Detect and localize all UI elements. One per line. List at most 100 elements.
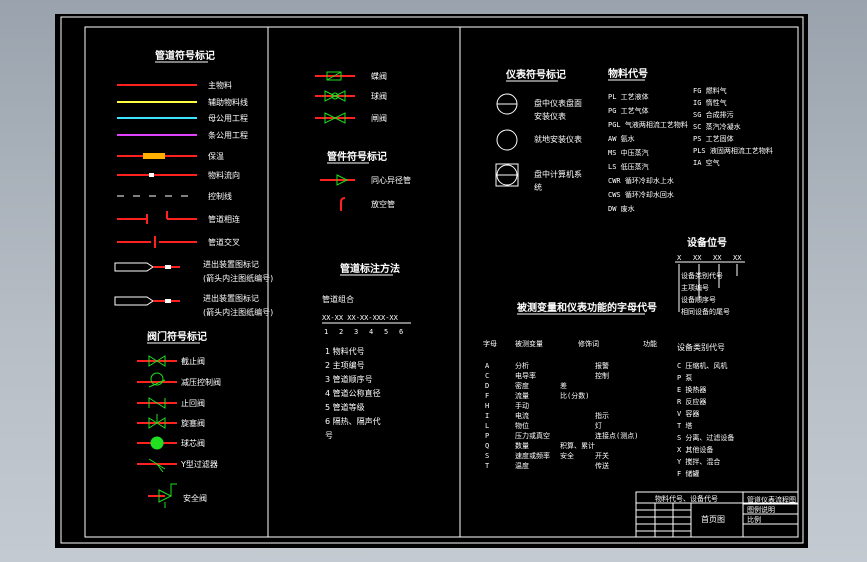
measured-variable: 电流: [515, 411, 529, 420]
instrument-panel-symbol: 盘中仪表盘面 安装仪表: [496, 93, 582, 121]
letter-code: H: [485, 402, 489, 410]
material-code: PL 工艺液体: [608, 92, 649, 101]
material-codes-title: 物料代号: [608, 67, 648, 80]
equipment-class-title: 设备类别代号: [677, 342, 725, 352]
fitting-label: 同心异径管: [371, 175, 411, 185]
computer-instrument-symbol: 盘中计算机系 统: [495, 163, 582, 192]
letter-code: S: [485, 452, 489, 460]
annotation-number: 5: [384, 328, 388, 336]
function: 灯: [595, 421, 602, 430]
material-code: PS 工艺固体: [693, 134, 734, 143]
line-legend-item: 条公用工程: [117, 130, 248, 140]
equipment-tag-note: 相同设备的尾号: [681, 307, 730, 316]
connector-note: (箭头内注图纸编号): [203, 307, 273, 317]
valve-label: Y型过滤器: [180, 459, 218, 469]
equipment-tag-part: XX: [693, 254, 702, 262]
equipment-class: R 反应器: [677, 397, 706, 406]
annotation-item: 号: [325, 431, 333, 440]
equipment-class: P 泵: [677, 374, 692, 382]
annotation-title: 管道标注方法: [340, 262, 400, 275]
equipment-class: V 容器: [677, 409, 699, 418]
equipment-class: T 塔: [677, 421, 692, 430]
material-code: FG 燃料气: [693, 86, 727, 95]
valve-label: 蝶阀: [371, 71, 387, 81]
material-code: PGL 气液两相流工艺物料: [608, 120, 688, 129]
line-legend-label: 管道相连: [208, 214, 240, 224]
connector-1: 进出装置图标记 (箭头内注图纸编号): [114, 259, 273, 283]
material-code: LS 低压蒸汽: [608, 162, 649, 171]
equipment-tag-part: XX: [733, 254, 742, 262]
equipment-class: E 换热器: [677, 385, 706, 394]
valve-legend-item: 闸阀: [315, 112, 387, 124]
drawing-sheet: 管道符号标记 主物料辅助物料线母公用工程条公用工程保温物料流向控制线管道相连管道…: [55, 14, 808, 548]
letter-table-heading: 被测变量: [515, 339, 543, 348]
fitting-label: 放空管: [371, 199, 395, 209]
letter-table-header: 字母被测变量修饰词功能: [483, 339, 657, 348]
material-code: IG 惰性气: [693, 98, 727, 107]
function: 报警: [595, 361, 609, 370]
annotation-number: 4: [369, 328, 373, 336]
equipment-tag-title: 设备位号: [687, 236, 727, 249]
instrument-title: 仪表符号标记: [505, 68, 566, 81]
valve-legend-item: Y型过滤器: [137, 458, 218, 473]
line-legend-item: 主物料: [117, 80, 232, 90]
letter-code: Q: [485, 442, 489, 450]
equipment-tag-part: X: [677, 254, 682, 262]
instrument-label: 统: [534, 182, 542, 192]
annotation-number: 3: [354, 328, 358, 336]
inner-border: [84, 26, 799, 538]
line-legend-label: 主物料: [208, 80, 232, 90]
function: 指示: [595, 411, 609, 420]
instrument-label: 安装仪表: [534, 111, 566, 121]
letter-code: L: [485, 422, 489, 430]
valve-legend-item: 截止阀: [137, 355, 205, 367]
line-legend-item: 物料流向: [117, 170, 240, 180]
safety-valve-label: 安全阀: [183, 493, 207, 503]
equipment-class: F 储罐: [677, 469, 699, 478]
equipment-class: Y 搅拌、混合: [677, 457, 720, 466]
line-legend-label: 物料流向: [208, 170, 240, 180]
title-block-right: 管道仪表流程图: [747, 495, 796, 504]
valve-legend-item: 球芯阀: [137, 436, 205, 450]
material-code: MS 中压蒸汽: [608, 148, 649, 157]
measured-variable: 温度: [515, 461, 529, 470]
function: 控制: [595, 371, 609, 380]
material-code: PLS 液固两相流工艺物料: [693, 146, 773, 155]
line-legend-label: 保温: [208, 151, 224, 161]
material-code: CWS 循环冷却水回水: [608, 190, 674, 199]
line-legend-item: 辅助物料线: [117, 97, 248, 107]
annotation-number: 1: [324, 328, 328, 336]
valve-label: 截止阀: [181, 356, 205, 366]
line-legend-label: 母公用工程: [208, 114, 248, 123]
letter-code: D: [485, 382, 489, 390]
function: 连接点(测点): [595, 431, 638, 440]
equipment-class: C 压缩机、风机: [677, 361, 727, 370]
safety-valve: 安全阀: [148, 483, 207, 508]
pipe-symbols-title: 管道符号标记: [155, 49, 215, 62]
line-legend-label: 辅助物料线: [208, 97, 248, 107]
cad-drawing: 管道符号标记 主物料辅助物料线母公用工程条公用工程保温物料流向控制线管道相连管道…: [60, 16, 804, 544]
line-legend-item: 控制线: [117, 191, 232, 201]
measured-variable: 电导率: [515, 371, 536, 380]
material-code: AW 氨水: [608, 134, 635, 143]
fittings-title: 管件符号标记: [327, 150, 387, 163]
material-code: PG 工艺气体: [608, 106, 649, 115]
line-legend-item: 管道相连: [117, 211, 240, 224]
annotation-subtitle: 管道组合: [322, 294, 354, 304]
equipment-class: S 分离、过滤设备: [677, 433, 734, 442]
